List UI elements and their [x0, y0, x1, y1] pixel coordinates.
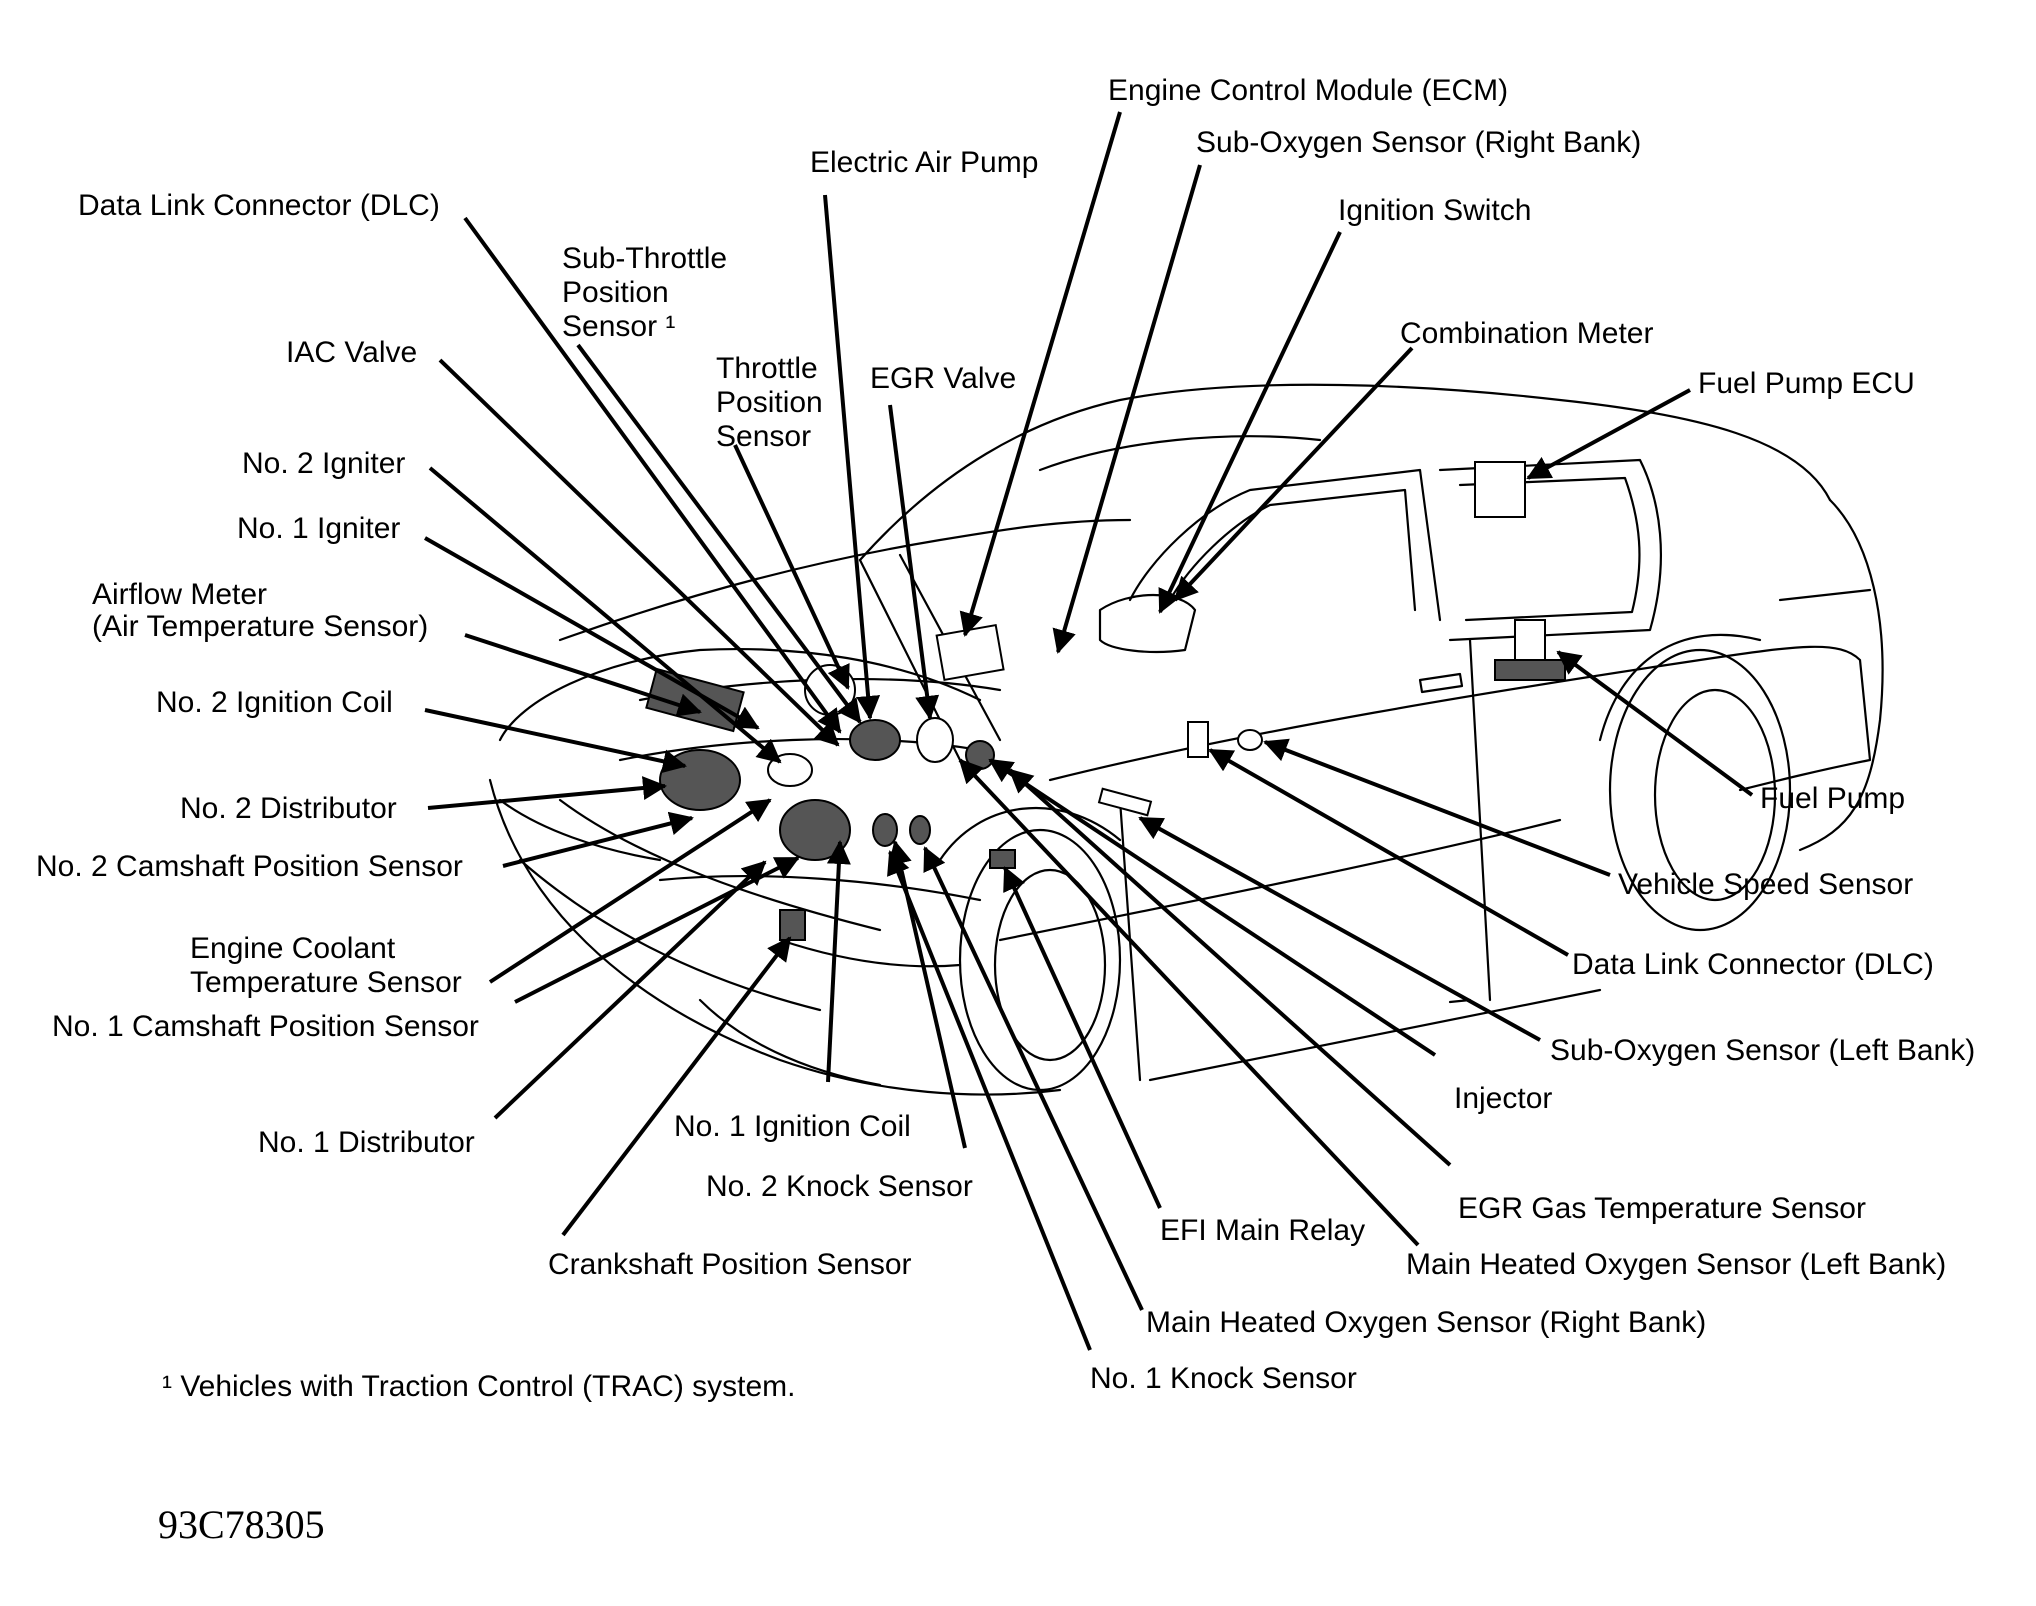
label-coolant-temp-line2: Temperature Sensor [190, 966, 462, 999]
leader-throttle-position [733, 444, 850, 690]
dlc-rear-part [1187, 721, 1209, 758]
label-fuel-pump: Fuel Pump [1760, 782, 1905, 815]
label-no1-camshaft: No. 1 Camshaft Position Sensor [52, 1010, 479, 1043]
leader-sub-throttle [576, 343, 862, 724]
label-iac-valve: IAC Valve [286, 336, 417, 369]
leader-main-o2-right [923, 846, 1144, 1311]
leader-coolant-temp [488, 798, 772, 984]
leader-iac-valve [438, 358, 840, 747]
label-dlc-front: Data Link Connector (DLC) [78, 189, 440, 222]
label-crankshaft: Crankshaft Position Sensor [548, 1248, 912, 1281]
leader-no2-distributor [427, 776, 667, 810]
leader-electric-air-pump [823, 194, 881, 720]
label-dlc-rear: Data Link Connector (DLC) [1572, 948, 1934, 981]
label-sub-o2-right: Sub-Oxygen Sensor (Right Bank) [1196, 126, 1641, 159]
leader-fuel-pump [1556, 650, 1754, 797]
egr-temp-part [1097, 787, 1153, 817]
vehicle-speed-part [1237, 729, 1263, 751]
fuel-pump-ecu-box [1474, 461, 1526, 518]
injector-part [965, 740, 995, 770]
label-egr-valve: EGR Valve [870, 362, 1016, 395]
o2-sensor-part [909, 815, 931, 845]
leader-injector [988, 758, 1437, 1057]
label-throttle-position-line2: Position [716, 386, 823, 419]
throttle-body-part [849, 719, 901, 761]
crankshaft-sensor-part [779, 909, 806, 941]
leader-egr-gas-temp [1008, 768, 1452, 1167]
leader-fuel-pump-ecu [1526, 388, 1691, 480]
label-efi-main-relay: EFI Main Relay [1160, 1214, 1365, 1247]
egr-valve-part [916, 717, 954, 763]
label-no2-knock: No. 2 Knock Sensor [706, 1170, 973, 1203]
ecm-box [935, 623, 1005, 682]
label-egr-gas-temp: EGR Gas Temperature Sensor [1458, 1192, 1866, 1225]
label-no2-distributor: No. 2 Distributor [180, 792, 397, 825]
leader-airflow-meter [464, 633, 702, 717]
leader-lines [424, 111, 1754, 1351]
label-vehicle-speed: Vehicle Speed Sensor [1618, 868, 1913, 901]
leader-egr-valve [888, 404, 940, 720]
label-ignition-switch: Ignition Switch [1338, 194, 1531, 227]
label-throttle-position-line3: Sensor [716, 420, 811, 453]
fuel-pump-base-part [1494, 659, 1566, 681]
leader-no1-distributor [493, 860, 767, 1120]
leader-combination-meter [1173, 346, 1414, 602]
label-throttle-position-line1: Throttle [716, 352, 818, 385]
label-no1-knock: No. 1 Knock Sensor [1090, 1362, 1357, 1395]
leader-sub-o2-right [1052, 164, 1202, 654]
leader-vehicle-speed [1263, 738, 1611, 877]
label-no1-ignition-coil: No. 1 Ignition Coil [674, 1110, 911, 1143]
label-no2-ignition-coil: No. 2 Ignition Coil [156, 686, 393, 719]
label-injector: Injector [1454, 1082, 1552, 1115]
leader-dlc-rear [1208, 748, 1569, 957]
component-parts [645, 461, 1566, 941]
component-labels: Engine Control Module (ECM) Sub-Oxygen S… [36, 74, 1975, 1395]
label-sub-o2-left: Sub-Oxygen Sensor (Left Bank) [1550, 1034, 1975, 1067]
leader-no2-igniter [428, 466, 782, 764]
leader-no2-ignition-coil [424, 708, 687, 774]
label-no1-igniter: No. 1 Igniter [237, 512, 400, 545]
label-no2-camshaft: No. 2 Camshaft Position Sensor [36, 850, 463, 883]
leader-no1-igniter [424, 536, 760, 730]
label-main-o2-left: Main Heated Oxygen Sensor (Left Bank) [1406, 1248, 1946, 1281]
leader-ecm [959, 111, 1122, 637]
label-airflow-meter-line2: (Air Temperature Sensor) [92, 610, 428, 643]
label-sub-throttle-line1: Sub-Throttle [562, 242, 727, 275]
efi-relay-part [989, 849, 1016, 869]
label-sub-throttle-line2: Position [562, 276, 669, 309]
leader-sub-o2-left [1138, 816, 1541, 1042]
leader-main-o2-left [958, 758, 1420, 1247]
leader-efi-main-relay [1003, 866, 1162, 1209]
label-coolant-temp-line1: Engine Coolant [190, 932, 396, 965]
figure-id: 93C78305 [158, 1502, 325, 1547]
label-ecm: Engine Control Module (ECM) [1108, 74, 1508, 107]
footnote: ¹ Vehicles with Traction Control (TRAC) … [162, 1370, 796, 1403]
label-main-o2-right: Main Heated Oxygen Sensor (Right Bank) [1146, 1306, 1706, 1339]
label-sub-throttle-line3: Sensor ¹ [562, 310, 675, 343]
label-fuel-pump-ecu: Fuel Pump ECU [1698, 367, 1915, 400]
leader-dlc-front [463, 216, 842, 734]
leader-no1-knock [887, 850, 1092, 1351]
leader-no1-ignition-coil [826, 840, 851, 1083]
label-no2-igniter: No. 2 Igniter [242, 447, 405, 480]
label-no1-distributor: No. 1 Distributor [258, 1126, 475, 1159]
leader-no2-camshaft [502, 811, 694, 868]
leader-crankshaft [561, 936, 792, 1237]
label-airflow-meter-line1: Airflow Meter [92, 578, 267, 611]
label-combination-meter: Combination Meter [1400, 317, 1653, 350]
knock-sensor-part [872, 813, 898, 847]
leader-ignition-switch [1158, 231, 1342, 614]
no2-distributor-part [659, 749, 741, 811]
label-electric-air-pump: Electric Air Pump [810, 146, 1038, 179]
